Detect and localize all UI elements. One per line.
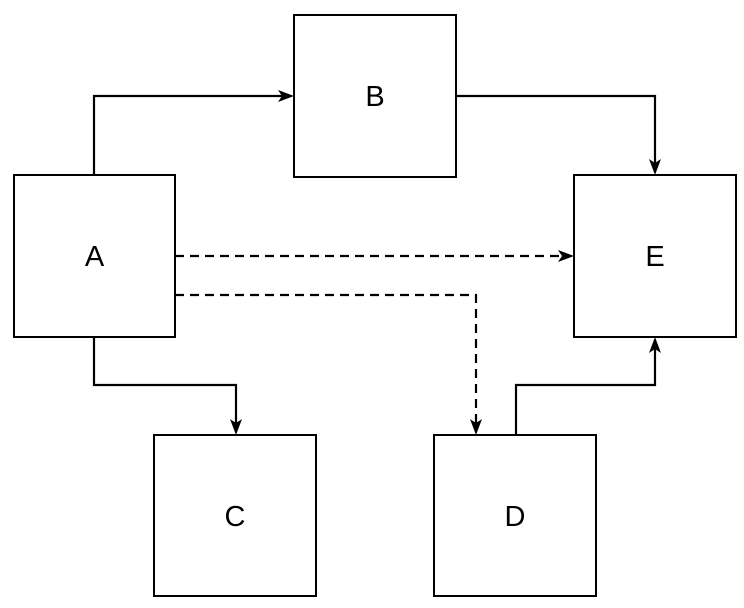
edge-d-to-e-arrowhead [649, 337, 661, 353]
node-a-shape [13, 174, 176, 338]
node-b[interactable]: B [293, 14, 457, 178]
edge-d-to-e-line [514, 345, 657, 435]
edge-b-to-e-line [456, 94, 657, 167]
edge-a-to-c-line [92, 337, 238, 427]
node-c-label: C [225, 501, 246, 533]
node-d-shape [433, 434, 597, 597]
node-c-shape [153, 434, 317, 597]
edge-b-to-e[interactable] [456, 94, 661, 175]
node-d[interactable]: D [433, 434, 597, 597]
node-b-label: B [365, 81, 384, 113]
edge-a-to-d-line [175, 293, 478, 427]
edge-a-to-c[interactable] [92, 337, 242, 435]
node-e-label: E [645, 241, 664, 273]
node-d-label: D [505, 501, 526, 533]
node-c[interactable]: C [153, 434, 317, 597]
node-b-shape [293, 14, 457, 178]
node-e[interactable]: E [573, 174, 737, 338]
edge-a-to-b[interactable] [92, 90, 294, 175]
node-a[interactable]: A [13, 174, 176, 338]
node-a-label: A [85, 241, 105, 273]
edge-a-to-d-arrowhead [470, 419, 482, 435]
edge-a-to-c-arrowhead [230, 419, 242, 435]
edge-b-to-e-arrowhead [649, 159, 661, 175]
edge-d-to-e[interactable] [514, 337, 661, 435]
edge-a-to-e[interactable] [175, 250, 574, 262]
edge-a-to-d[interactable] [175, 293, 482, 435]
edge-a-to-b-line [92, 94, 286, 175]
edge-a-to-b-arrowhead [278, 90, 294, 102]
edge-a-to-e-arrowhead [558, 250, 574, 262]
node-e-shape [573, 174, 737, 338]
